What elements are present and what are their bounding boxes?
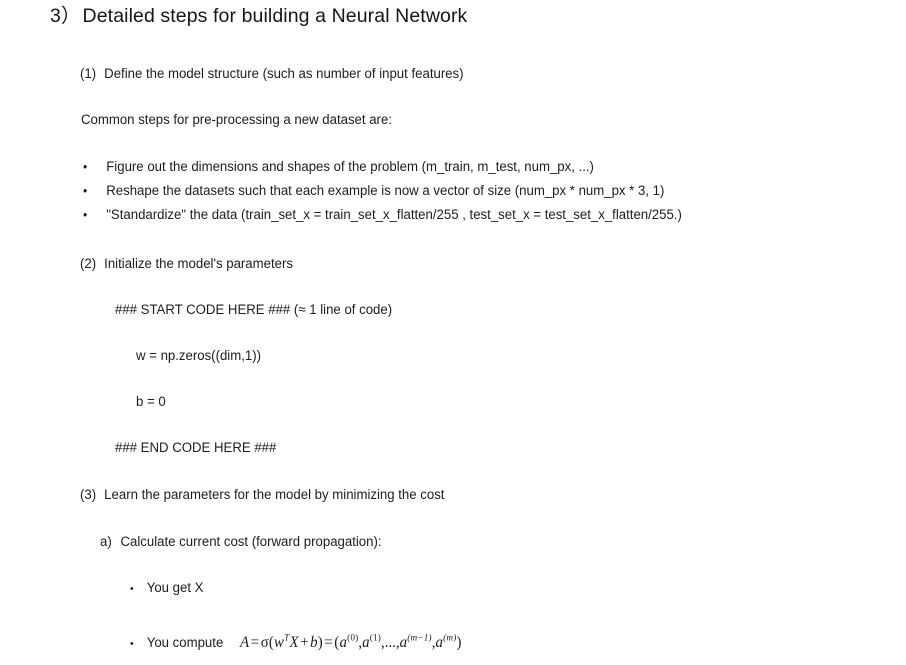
formula-term-base: a (399, 634, 408, 651)
code-line: b = 0 (136, 394, 166, 410)
formula-vector-close: ) (456, 634, 462, 651)
math-formula: A=σ(wTX+b)=(a(0),a(1),...,a(m−1),a(m)) (240, 632, 462, 652)
formula-lhs: A (240, 634, 250, 651)
formula-term-superscript: (m−1) (407, 632, 432, 644)
list-item-text: Reshape the datasets such that each exam… (106, 183, 665, 199)
bullet-icon: • (83, 207, 88, 222)
code-end-marker: ### END CODE HERE ### (115, 440, 277, 456)
step-item-3: (3) Learn the parameters for the model b… (80, 486, 444, 504)
formula-term-superscript: (1) (369, 632, 382, 644)
formula-vector-open: ( (334, 634, 340, 651)
page-title: 3）Detailed steps for building a Neural N… (50, 2, 467, 30)
formula-term-superscript: (0) (347, 632, 359, 644)
bullet-icon: • (130, 583, 134, 595)
formula-sigma: σ (260, 634, 269, 651)
step-3-marker: (3) (80, 487, 97, 503)
formula-separator: , (431, 634, 436, 651)
bullet-icon: • (83, 183, 88, 198)
step-item-1: (1) Define the model structure (such as … (80, 65, 464, 83)
sub-list-item-text: You get X (146, 580, 204, 596)
formula-term-base: a (339, 634, 348, 651)
formula-term-superscript: (m) (443, 632, 457, 644)
sub-list-item: • You get X (130, 579, 203, 598)
list-item: • "Standardize" the data (train_set_x = … (83, 206, 682, 224)
formula-b: b (310, 634, 318, 651)
bullet-icon: • (83, 159, 88, 174)
intro-line: Common steps for pre-processing a new da… (81, 112, 392, 128)
list-item: • Figure out the dimensions and shapes o… (83, 158, 594, 176)
formula-separator: , (358, 634, 363, 651)
step-1-text: Define the model structure (such as numb… (104, 66, 464, 82)
substep-a-marker: a) (100, 534, 112, 550)
formula-equals-2: = (324, 634, 333, 651)
step-2-text: Initialize the model's parameters (104, 256, 293, 272)
sub-list-item-text: You compute (146, 635, 224, 651)
formula-term-base: a (362, 634, 370, 651)
formula-close-paren: ) (317, 634, 323, 651)
bullet-icon: • (130, 638, 134, 650)
formula-equals: = (250, 634, 260, 651)
substep-a-text: Calculate current cost (forward propagat… (120, 534, 382, 550)
formula-open-paren: ( (268, 634, 275, 651)
page-title-text: Detailed steps for building a Neural Net… (82, 5, 468, 27)
step-1-marker: (1) (80, 66, 97, 82)
code-start-marker: ### START CODE HERE ### (≈ 1 line of cod… (115, 302, 393, 318)
formula-plus: + (300, 634, 309, 651)
page-title-number: 3） (50, 5, 81, 27)
step-item-2: (2) Initialize the model's parameters (80, 255, 293, 273)
formula-w: w (274, 634, 285, 651)
formula-term-base: a (435, 634, 444, 651)
list-item-text: Figure out the dimensions and shapes of … (106, 159, 594, 175)
code-line: w = np.zeros((dim,1)) (136, 348, 262, 364)
list-item: • Reshape the datasets such that each ex… (83, 182, 664, 200)
step-2-marker: (2) (80, 256, 97, 272)
formula-ellipsis: ,..., (381, 634, 400, 651)
sub-list-item: • You compute A=σ(wTX+b)=(a(0),a(1),...,… (130, 632, 462, 653)
step-3-text: Learn the parameters for the model by mi… (104, 487, 445, 503)
list-item-text: "Standardize" the data (train_set_x = tr… (106, 207, 682, 223)
substep-item-a: a) Calculate current cost (forward propa… (100, 533, 382, 551)
formula-w-superscript: T (284, 632, 290, 644)
formula-x: X (289, 634, 299, 651)
